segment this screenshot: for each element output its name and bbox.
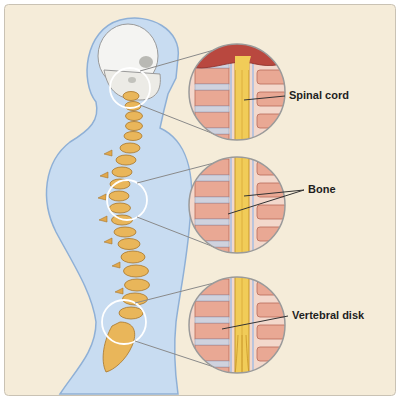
vertebral-column <box>103 92 149 373</box>
zoom-lumbar <box>187 275 287 383</box>
part-label: Vertebral disk <box>292 309 364 322</box>
part-label: Bone <box>308 183 336 196</box>
part-label: Spinal cord <box>289 89 349 102</box>
zoom-thoracic <box>187 155 287 263</box>
panel-ground <box>5 5 396 396</box>
focus-circles <box>102 68 150 344</box>
leader-lines <box>222 96 304 329</box>
zoom-neck <box>187 42 287 150</box>
skull <box>98 24 160 100</box>
body-silhouette <box>47 18 192 394</box>
spinous-processes <box>98 150 123 294</box>
